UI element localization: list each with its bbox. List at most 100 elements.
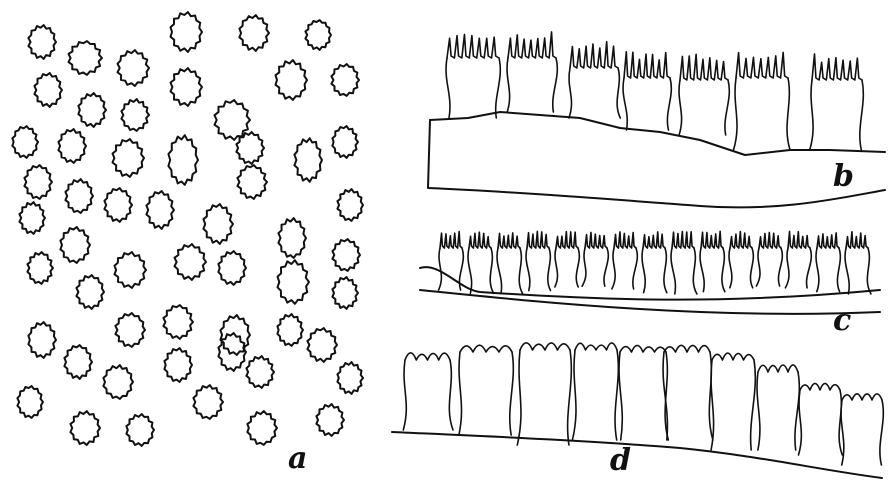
spore-31 — [115, 252, 147, 288]
panel-d-cell-10-apex — [842, 394, 882, 400]
spore-6 — [305, 20, 331, 50]
panel-b-cell-3 — [569, 68, 620, 118]
panel-c-cell-6 — [582, 248, 608, 286]
spore-2 — [69, 41, 103, 75]
panel-d-cell-2-apex — [460, 345, 512, 352]
spore-22 — [65, 179, 93, 213]
panel-d-cell-3 — [517, 350, 571, 445]
spore-46 — [164, 348, 192, 382]
panel-b-basal-bottom — [428, 120, 885, 207]
spore-51 — [17, 386, 43, 418]
panel-c-cell-10-apex — [701, 231, 723, 248]
panel-b-cell-5 — [679, 80, 729, 135]
panel-d-cell-10 — [841, 400, 883, 465]
panel-c-cell-12-apex — [759, 232, 781, 248]
panel-b-basal-layer — [430, 112, 885, 155]
spore-48 — [246, 356, 274, 388]
spore-4 — [171, 12, 203, 52]
spore-54 — [193, 385, 223, 419]
panel-label-b: b — [833, 159, 854, 194]
panel-c-cell-12 — [756, 248, 782, 286]
panel-d-basal-layer — [392, 432, 882, 478]
spore-44 — [64, 345, 92, 379]
panel-c-section — [420, 231, 880, 314]
panel-b-cell-7 — [810, 80, 864, 150]
spore-52 — [70, 411, 100, 445]
spore-23 — [104, 188, 132, 222]
panel-c-cell-15 — [845, 248, 871, 294]
spore-8 — [78, 93, 106, 127]
panel-c-cell-10 — [700, 248, 725, 292]
panel-c-cell-8-apex — [643, 232, 665, 248]
panel-d-cell-9-apex — [800, 383, 840, 390]
spore-26 — [237, 165, 267, 199]
spore-42 — [332, 277, 358, 309]
spore-10 — [171, 68, 203, 106]
panel-a-spores — [12, 12, 363, 446]
panel-d-cell-6 — [663, 352, 713, 440]
spore-35 — [332, 239, 360, 271]
panel-c-cell-2-apex — [469, 232, 491, 248]
spore-37 — [76, 275, 104, 309]
panel-d-section — [392, 343, 883, 478]
panel-c-cell-13 — [785, 248, 811, 288]
panel-label-d: d — [610, 443, 631, 478]
spore-17 — [168, 135, 198, 185]
spore-5 — [239, 15, 269, 51]
panel-b-cell-5-apex — [680, 54, 728, 80]
spore-29 — [19, 202, 45, 234]
spore-34 — [278, 260, 310, 304]
spore-9 — [121, 99, 149, 131]
spore-27 — [278, 218, 306, 258]
spore-45 — [103, 365, 133, 399]
spore-15 — [58, 129, 86, 163]
panel-b-cell-6 — [734, 78, 791, 150]
panel-c-cell-11 — [729, 248, 753, 288]
spore-16 — [113, 139, 145, 177]
panel-b-cell-2-apex — [508, 32, 556, 58]
panel-d-cell-3-apex — [520, 343, 570, 350]
panel-c-cell-4-apex — [527, 231, 549, 248]
spore-28 — [337, 189, 363, 221]
panel-c-cell-8 — [642, 248, 667, 293]
panel-b-cell-4-apex — [624, 52, 670, 78]
spore-21 — [24, 165, 52, 199]
panel-b-cell-7-apex — [812, 54, 862, 80]
panel-b-cell-2 — [507, 58, 557, 112]
panel-b-cell-6-apex — [736, 52, 788, 78]
spore-43 — [28, 322, 56, 358]
panel-c-cell-9-apex — [672, 232, 694, 248]
panel-d-cell-8-apex — [758, 365, 798, 372]
panel-b-section — [428, 32, 885, 208]
spore-24 — [146, 191, 174, 229]
panel-d-cell-7 — [711, 360, 755, 450]
panel-c-cell-13-apex — [788, 231, 810, 248]
panel-c-cell-7 — [612, 248, 637, 289]
spore-53 — [126, 414, 154, 446]
panel-d-cell-4-apex — [575, 343, 617, 350]
spore-33 — [218, 251, 246, 285]
spore-13 — [331, 64, 359, 96]
spore-30 — [60, 227, 90, 263]
panel-label-c: c — [833, 303, 851, 338]
spore-50 — [337, 362, 363, 394]
panel-d-cell-5 — [619, 352, 668, 440]
spore-14 — [12, 126, 38, 158]
spore-49 — [307, 328, 337, 362]
panel-d-cell-9 — [799, 390, 843, 455]
spore-7 — [34, 73, 62, 107]
panel-c-cell-15-apex — [846, 232, 868, 248]
panel-c-cell-11-apex — [730, 232, 752, 248]
spore-41 — [277, 314, 303, 346]
panel-d-cell-1-apex — [405, 353, 450, 360]
panel-c-cell-1 — [439, 248, 464, 290]
spore-38 — [115, 313, 145, 347]
spore-20 — [332, 126, 358, 158]
panel-c-cell-14 — [816, 248, 840, 292]
panel-c-cell-14-apex — [817, 233, 839, 248]
spore-12 — [276, 60, 308, 100]
panel-d-cell-7-apex — [712, 353, 754, 360]
panel-d-cell-5-apex — [620, 345, 666, 352]
panel-b-cell-1-apex — [447, 34, 499, 58]
